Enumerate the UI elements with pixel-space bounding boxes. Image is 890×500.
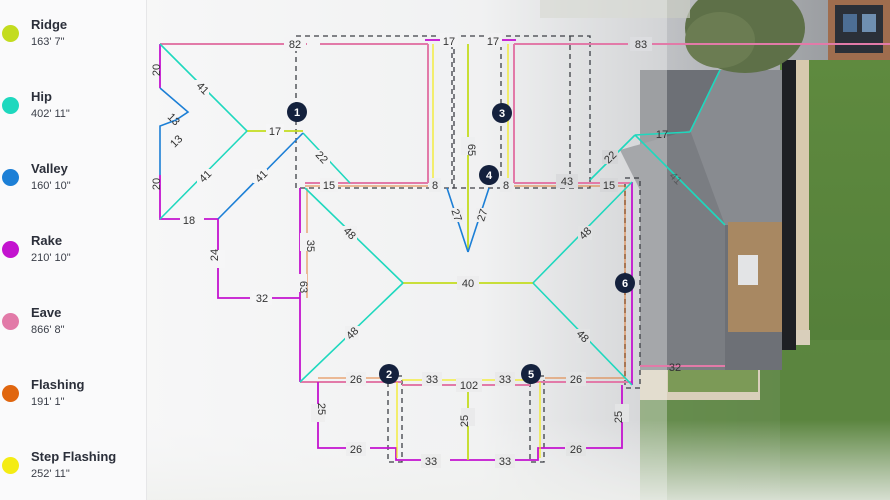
length-label: 8 xyxy=(432,180,438,192)
section-marker-5[interactable]: 5 xyxy=(521,364,541,384)
rake-lines xyxy=(159,39,633,461)
legend-label: Valley xyxy=(31,161,68,176)
length-label: 82 xyxy=(289,39,301,51)
length-label: 15 xyxy=(323,180,335,192)
legend-value: 191' 1" xyxy=(31,396,65,408)
section-marker-1[interactable]: 1 xyxy=(287,102,307,122)
svg-text:4: 4 xyxy=(486,170,493,182)
length-label: 32 xyxy=(256,293,268,305)
legend-value: 252' 11" xyxy=(31,468,70,480)
length-label: 17 xyxy=(487,36,499,48)
flashing-color-dot xyxy=(2,385,19,402)
length-label: 15 xyxy=(603,180,615,192)
svg-text:1: 1 xyxy=(294,107,300,119)
length-label: 35 xyxy=(304,240,316,252)
length-label: 33 xyxy=(499,456,511,468)
length-label: 33 xyxy=(499,374,511,386)
length-label: 32 xyxy=(669,362,681,374)
length-label: 25 xyxy=(315,403,327,415)
length-labels: 82 17 17 83 20 20 13 13 41 41 17 41 18 2… xyxy=(151,33,684,468)
legend-value: 210' 10" xyxy=(31,252,71,264)
legend-value: 402' 11" xyxy=(31,108,70,120)
hip-color-dot xyxy=(2,97,19,114)
length-label: 83 xyxy=(635,39,647,51)
legend-value: 866' 8" xyxy=(31,324,65,336)
roof-diagram-map[interactable]: 82 17 17 83 20 20 13 13 41 41 17 41 18 2… xyxy=(147,0,890,500)
legend-item-hip: Hip 402' 11" xyxy=(0,89,147,133)
section-marker-3[interactable]: 3 xyxy=(492,103,512,123)
legend-label: Step Flashing xyxy=(31,449,117,464)
ridge-color-dot xyxy=(2,25,19,42)
length-label: 63 xyxy=(297,281,309,293)
legend-item-eave: Eave 866' 8" xyxy=(0,305,147,349)
section-markers: 1 2 3 4 5 6 xyxy=(287,102,635,384)
eave-color-dot xyxy=(2,313,19,330)
legend-panel: Ridge 163' 7" Hip 402' 11" Valley 160' 1… xyxy=(0,0,147,500)
length-label: 8 xyxy=(503,180,509,192)
length-label: 26 xyxy=(570,444,582,456)
length-label: 25 xyxy=(613,411,625,423)
length-label: 18 xyxy=(183,215,195,227)
legend-item-rake: Rake 210' 10" xyxy=(0,233,147,277)
length-label: 17 xyxy=(656,129,668,141)
section-marker-6[interactable]: 6 xyxy=(615,273,635,293)
step-flashing-color-dot xyxy=(2,457,19,474)
svg-text:6: 6 xyxy=(622,278,628,290)
length-label: 24 xyxy=(209,249,221,261)
length-label: 26 xyxy=(570,374,582,386)
length-label: 33 xyxy=(425,456,437,468)
legend-label: Hip xyxy=(31,89,52,104)
legend-value: 160' 10" xyxy=(31,180,71,192)
length-label: 43 xyxy=(561,176,573,188)
length-label: 40 xyxy=(462,278,474,290)
legend-label: Flashing xyxy=(31,377,85,392)
roof-diagram: 82 17 17 83 20 20 13 13 41 41 17 41 18 2… xyxy=(147,0,890,500)
length-label: 20 xyxy=(151,64,163,76)
length-label: 27 xyxy=(448,208,463,223)
legend-item-ridge: Ridge 163' 7" xyxy=(0,17,147,61)
length-label: 26 xyxy=(350,374,362,386)
legend-label: Ridge xyxy=(31,17,68,32)
svg-text:3: 3 xyxy=(499,108,505,120)
length-label: 27 xyxy=(475,208,490,223)
section-marker-4[interactable]: 4 xyxy=(479,165,499,185)
legend-label: Rake xyxy=(31,233,63,248)
svg-text:2: 2 xyxy=(386,369,392,381)
length-label: 20 xyxy=(151,178,163,190)
length-label: 102 xyxy=(460,380,478,392)
legend-item-step-flashing: Step Flashing 252' 11" xyxy=(0,449,147,493)
length-label: 65 xyxy=(465,144,477,156)
length-label: 25 xyxy=(459,415,471,427)
svg-text:5: 5 xyxy=(528,369,534,381)
length-label: 17 xyxy=(443,36,455,48)
legend-item-flashing: Flashing 191' 1" xyxy=(0,377,147,421)
legend-item-valley: Valley 160' 10" xyxy=(0,161,147,205)
legend-label: Eave xyxy=(31,305,62,320)
length-label: 17 xyxy=(269,126,281,138)
legend-value: 163' 7" xyxy=(31,36,65,48)
length-label: 26 xyxy=(350,444,362,456)
section-marker-2[interactable]: 2 xyxy=(379,364,399,384)
valley-color-dot xyxy=(2,169,19,186)
rake-color-dot xyxy=(2,241,19,258)
length-label: 33 xyxy=(426,374,438,386)
